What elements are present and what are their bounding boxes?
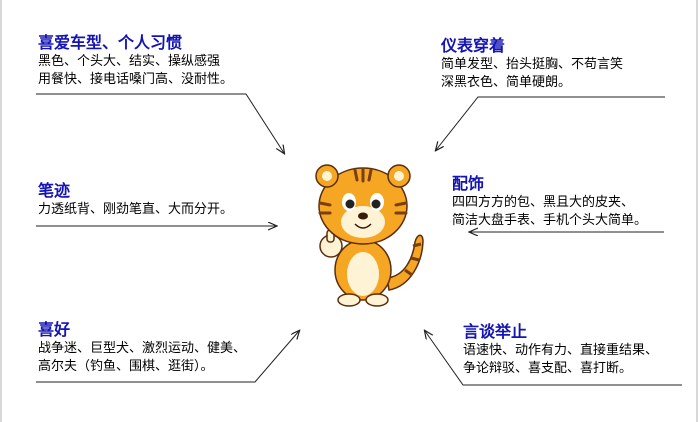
- section-speech: 言谈举止 语速快、动作有力、直接重结果、 争论辩驳、喜支配、喜打断。: [463, 322, 658, 378]
- section-habits: 喜爱车型、个人习惯 黑色、个头大、结实、操纵感强 用餐快、接电话嗓门高、没耐性。: [38, 33, 233, 89]
- section-title: 配饰: [452, 174, 485, 193]
- section-line: 简单发型、抬头挺胸、不苟言笑: [441, 57, 624, 72]
- section-line: 语速快、动作有力、直接重结果、: [463, 343, 659, 358]
- section-appearance: 仪表穿着 简单发型、抬头挺胸、不苟言笑 深黑衣色、简单硬朗。: [441, 36, 623, 92]
- arrow-hobbies: [36, 331, 299, 383]
- section-line: 黑色、个头大、结实、操纵感强: [38, 54, 221, 69]
- section-accessories: 配饰 四四方方的包、黑且大的皮夹、 简洁大盘手表、手机个头大简单。: [452, 174, 647, 230]
- tiger-mascot: [315, 164, 424, 307]
- arrow-appearance: [436, 96, 665, 150]
- section-title: 笔迹: [38, 181, 71, 200]
- section-handwriting: 笔迹 力透纸背、刚劲笔直、大而分开。: [38, 181, 233, 219]
- section-title: 仪表穿着: [441, 36, 506, 55]
- arrow-speech: [425, 331, 682, 386]
- section-line: 力透纸背、刚劲笔直、大而分开。: [38, 202, 234, 217]
- section-line: 简洁大盘手表、手机个头大简单。: [452, 213, 648, 228]
- section-line: 四四方方的包、黑且大的皮夹、: [452, 195, 635, 210]
- arrow-habits: [36, 93, 284, 153]
- section-title: 喜好: [38, 320, 71, 339]
- section-title: 言谈举止: [463, 322, 528, 341]
- section-line: 争论辩驳、喜支配、喜打断。: [463, 361, 633, 376]
- section-line: 用餐快、接电话嗓门高、没耐性。: [38, 72, 234, 87]
- section-hobbies: 喜好 战争迷、巨型犬、激烈运动、健美、 高尔夫（钓鱼、围棋、逛街）。: [38, 320, 246, 376]
- section-line: 高尔夫（钓鱼、围棋、逛街）。: [38, 359, 214, 374]
- section-title: 喜爱车型、个人习惯: [38, 33, 183, 52]
- section-line: 战争迷、巨型犬、激烈运动、健美、: [38, 341, 247, 356]
- section-line: 深黑衣色、简单硬朗。: [441, 75, 572, 90]
